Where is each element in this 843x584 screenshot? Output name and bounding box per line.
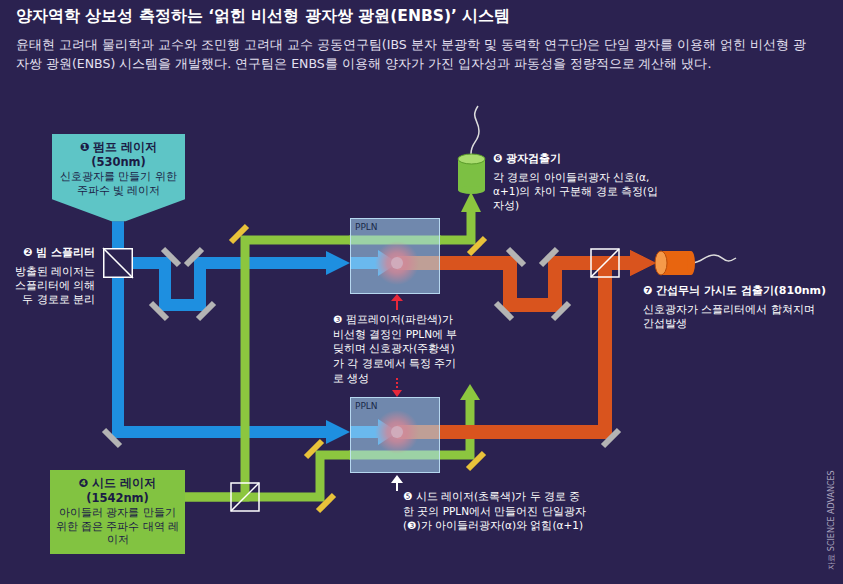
node-outline	[655, 251, 691, 275]
detector-cable	[471, 106, 479, 154]
seed-laser-box: ❹ 시드 레이저(1542nm)아이들러 광자를 만들기 위한 좁은 주파수 대…	[50, 470, 185, 554]
part-heading: ❼ 간섭무늬 가시도 검출기(810nm)	[643, 284, 828, 299]
visibility-detector: ❼ 간섭무늬 가시도 검출기(810nm)신호광자가 스플리터에서 합쳐지며 간…	[655, 251, 691, 275]
light-beam	[440, 263, 643, 432]
node-outline	[103, 248, 133, 278]
source-credit: 자료 SCIENCE ADVANCES	[827, 465, 837, 575]
box-heading: ❹ 시드 레이저(1542nm)	[55, 476, 180, 506]
light-beam	[185, 455, 350, 497]
ppln-crystal: PPLN	[350, 218, 440, 294]
part-description: 방출된 레이저는 스플리터에 의해 두 경로로 분리	[5, 264, 95, 307]
part-heading: ❻ 광자검출기	[493, 152, 683, 167]
diagram-caption: 윤태현 고려대 물리학과 교수와 조민행 고려대 교수 공동연구팀(IBS 분자…	[16, 35, 816, 74]
light-beam	[185, 240, 350, 497]
part-heading: PPLN	[355, 400, 378, 412]
callout-note: ❺ 시드 레이저(초록색)가 두 경로 중 한 곳의 PPLN에서 만들어진 단…	[403, 489, 593, 533]
part-description: 신호광자가 스플리터에서 합쳐지며 간섭발생	[643, 302, 823, 330]
box-body: 아이들러 광자를 만들기 위한 좁은 주파수 대역 레이저	[55, 506, 180, 547]
box-heading: ❶ 펌프 레이저(530nm)	[57, 140, 180, 170]
light-beam	[133, 263, 338, 305]
diagram-title: 양자역학 상보성 측정하는 ‘얽힌 비선형 광자쌍 광원(ENBS)’ 시스템	[16, 6, 826, 28]
pump-laser-box: ❶ 펌프 레이저(530nm)신호광자를 만들기 위한 주파수 빛 레이저	[52, 134, 185, 221]
photon-detector: ❻ 광자검출기각 경로의 아이들러광자 신호(α, α+1)의 차이 구분해 경…	[458, 154, 485, 190]
light-beam	[118, 278, 338, 432]
light-beam	[440, 202, 471, 240]
callout-note: ❸ 펌프레이저(파란색)가 비선형 결정인 PPLN에 부딪히며 신호광자(주황…	[333, 312, 458, 385]
part-heading: PPLN	[355, 221, 378, 233]
ppln-crystal: PPLN	[350, 397, 440, 473]
beam-splitter: ❷ 빔 스플리터방출된 레이저는 스플리터에 의해 두 경로로 분리	[103, 248, 133, 278]
part-heading: ❷ 빔 스플리터	[5, 246, 95, 261]
box-body: 신호광자를 만들기 위한 주파수 빛 레이저	[57, 170, 180, 197]
node-outline	[458, 154, 485, 190]
light-beam	[112, 221, 124, 248]
part-description: 각 경로의 아이들러광자 신호(α, α+1)의 차이 구분해 경로 측정(입자…	[493, 170, 668, 213]
detector-cable	[691, 255, 736, 263]
